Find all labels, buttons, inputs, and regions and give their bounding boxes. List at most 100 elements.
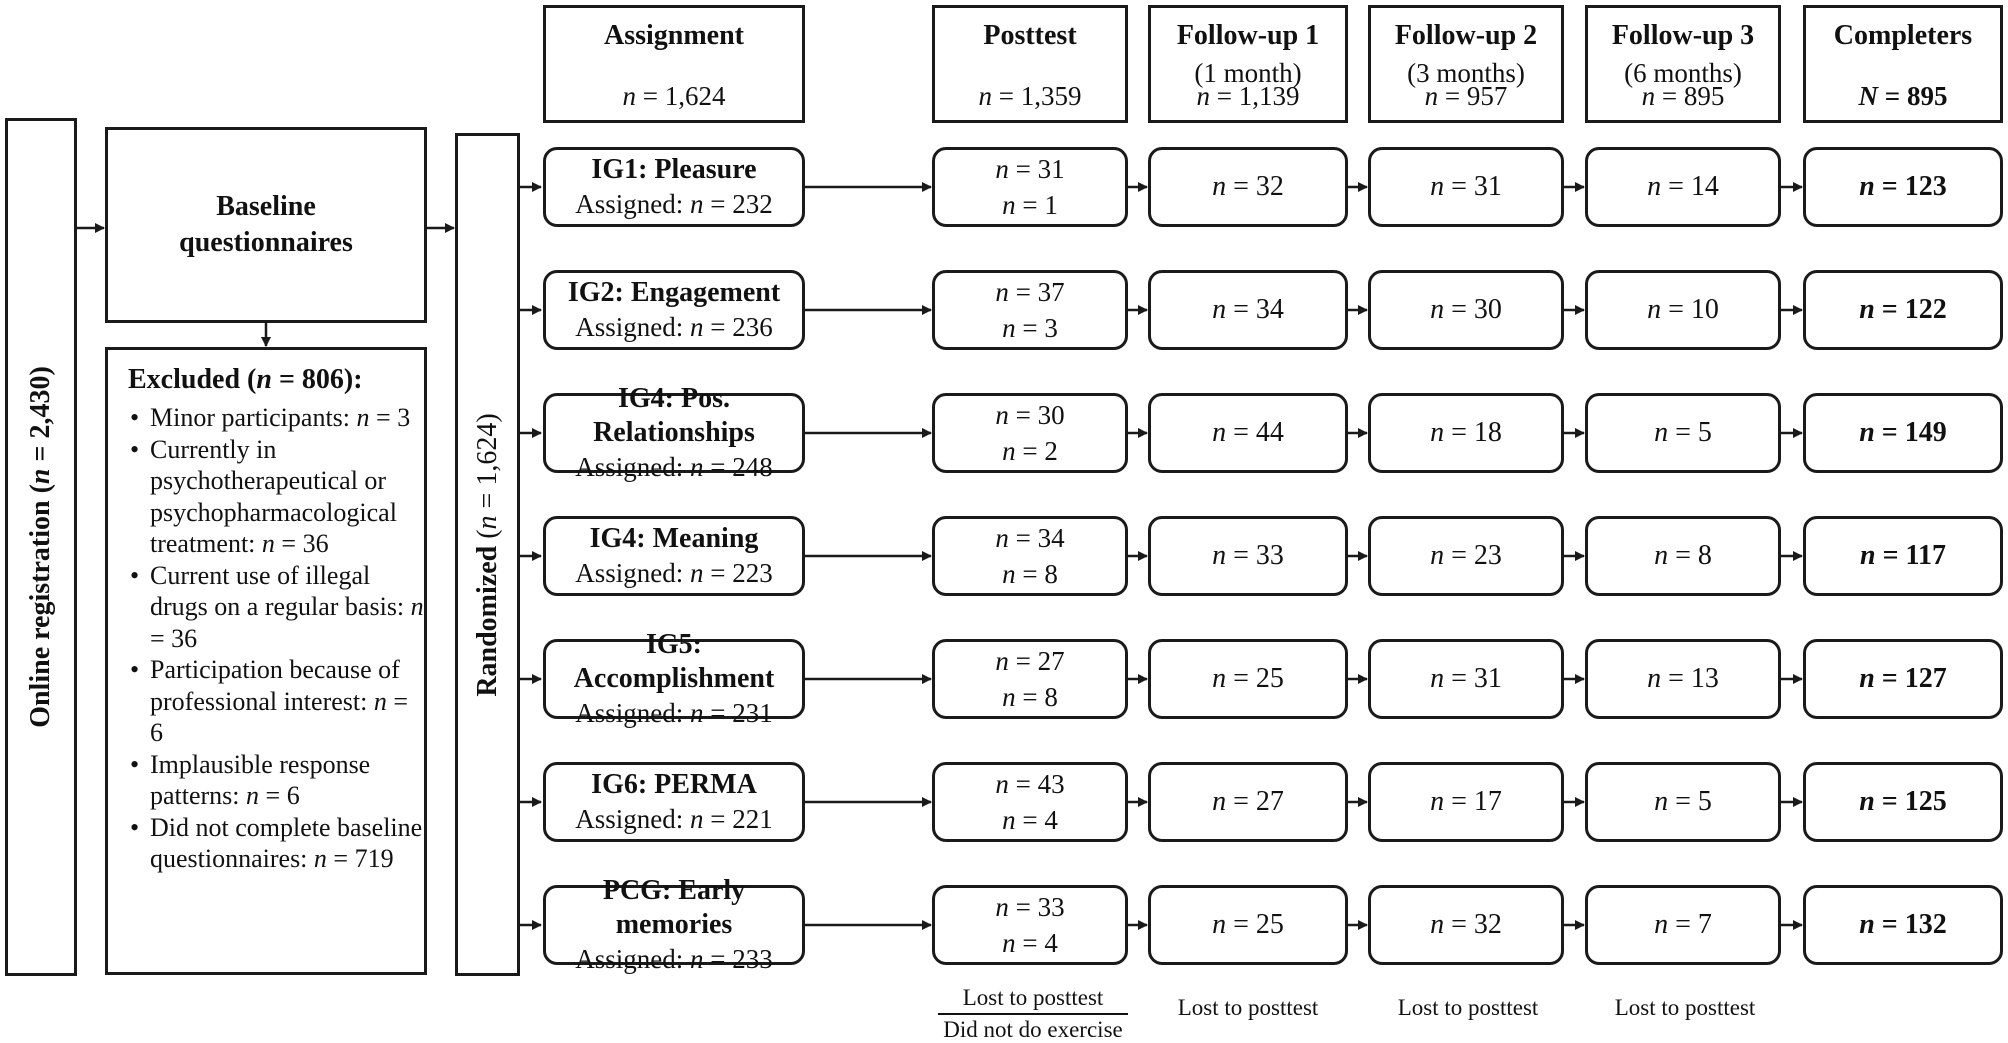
equals-sign: = [1444,909,1474,940]
assigned-prefix: Assigned: [575,698,690,728]
group-follow-up-2-box: n = 32 [1368,885,1564,965]
header-title: Assignment [603,20,744,51]
header-title: Completers [1833,20,1973,51]
equals-sign: = [703,558,733,588]
n-symbol: n [995,400,1009,430]
group-follow-up-2-box: n = 30 [1368,270,1564,350]
lost-count: n = 7 [1654,909,1712,941]
lost-to-posttest-n: n = 37 [935,277,1125,307]
group-follow-up-1-box: n = 33 [1148,516,1348,596]
equals-sign: = [1226,171,1256,202]
equals-sign: = [1008,523,1038,553]
equals-sign: = [1008,400,1038,430]
lost-to-posttest-n: n = 30 [935,400,1125,430]
n-symbol: n [1430,786,1445,817]
equals-sign: = [703,189,733,219]
n-value: 14 [1690,171,1719,202]
group-name: IG6: PERMA [591,769,757,800]
lost-count: n = 10 [1647,294,1719,326]
n-symbol: n [1002,928,1016,958]
n-symbol: n [690,558,704,588]
n-value: 8 [1697,540,1712,571]
lost-count: n = 17 [1430,786,1502,818]
group-name: PCG: Early memories [602,875,746,940]
equals-sign: = [1008,769,1038,799]
group-posttest-box: n = 43 n = 4 [932,762,1128,842]
n-value: 43 [1037,769,1065,799]
equals-sign: = [1655,81,1684,111]
equals-sign: = [1226,909,1256,940]
n-symbol: n [690,452,704,482]
group-completers-box: n = 127 [1803,639,2003,719]
n-value: 33 [1255,540,1284,571]
equals-sign: = [1444,663,1474,694]
excluded-title: Excluded (n = 806): [128,364,363,395]
header-follow-up-1: Follow-up 1(1 month)n = 1,139 [1148,5,1348,123]
group-follow-up-3-box: n = 13 [1585,639,1781,719]
equals-sign: = [1444,540,1474,571]
assigned-prefix: Assigned: [575,189,690,219]
equals-sign: = [1661,663,1691,694]
exclusion-reason-n: n = 36 [262,529,329,558]
baseline-questionnaires-box: Baseline questionnaires [105,127,427,323]
n-value: 123 [1904,171,1947,202]
n-value: 2 [1044,436,1058,466]
lost-count: n = 14 [1647,171,1719,203]
n-value: 27 [1255,786,1284,817]
n-value: 7 [1697,909,1712,940]
n-symbol: n [995,769,1009,799]
n-value: 25 [1255,909,1284,940]
did-not-do-exercise-n: n = 4 [935,805,1125,835]
n-symbol: n [1430,909,1445,940]
n-symbol: n [1654,786,1669,817]
exclusion-reason-n: n = 36 [150,592,424,653]
equals-sign: = [274,529,303,558]
group-name: IG5: Accomplishment [573,629,775,694]
equals-sign: = [1015,559,1045,589]
n-value: 5 [1697,417,1712,448]
n-symbol: n [1212,294,1227,325]
online-registration-box: Online registration (n = 2,430) [5,118,77,976]
n-value: 34 [1255,294,1284,325]
group-follow-up-3-box: n = 5 [1585,393,1781,473]
completers-count: n = 149 [1859,417,1947,449]
equals-sign: = [992,81,1021,111]
n-value: 4 [1044,805,1058,835]
group-follow-up-2-box: n = 23 [1368,516,1564,596]
n-value: 125 [1904,786,1947,817]
n-value: 1,139 [1238,81,1300,111]
n-value: 23 [1473,540,1502,571]
assigned-prefix: Assigned: [575,312,690,342]
completers-count: n = 132 [1859,909,1947,941]
equals-sign: = [1874,786,1905,817]
group-completers-box: n = 132 [1803,885,2003,965]
lost-count: n = 25 [1212,909,1284,941]
group-name: IG4: Pos. Relationships [593,383,755,448]
group-assigned: Assigned: n = 223 [575,556,772,590]
completers-count: n = 127 [1859,663,1947,695]
equals-sign: = [1438,81,1467,111]
assigned-prefix: Assigned: [575,944,690,974]
equals-sign: = [703,944,733,974]
lost-count: n = 5 [1654,786,1712,818]
header-title: Follow-up 2 [1394,20,1538,51]
lost-count: n = 31 [1430,663,1502,695]
group-assigned: Assigned: n = 221 [575,802,772,836]
n-symbol: n [1647,663,1662,694]
lost-count: n = 23 [1430,540,1502,572]
n-symbol: n [1430,171,1445,202]
equals-sign: = [1444,171,1474,202]
n-symbol: n [261,529,275,558]
group-follow-up-3-box: n = 5 [1585,762,1781,842]
group-name: IG4: Meaning [589,523,759,554]
n-symbol: n [690,189,704,219]
footer-posttest-legend: Lost to posttest Did not do exercise [938,985,1128,1043]
header-n: n = 957 [1371,81,1561,112]
n-symbol: n [1212,540,1227,571]
